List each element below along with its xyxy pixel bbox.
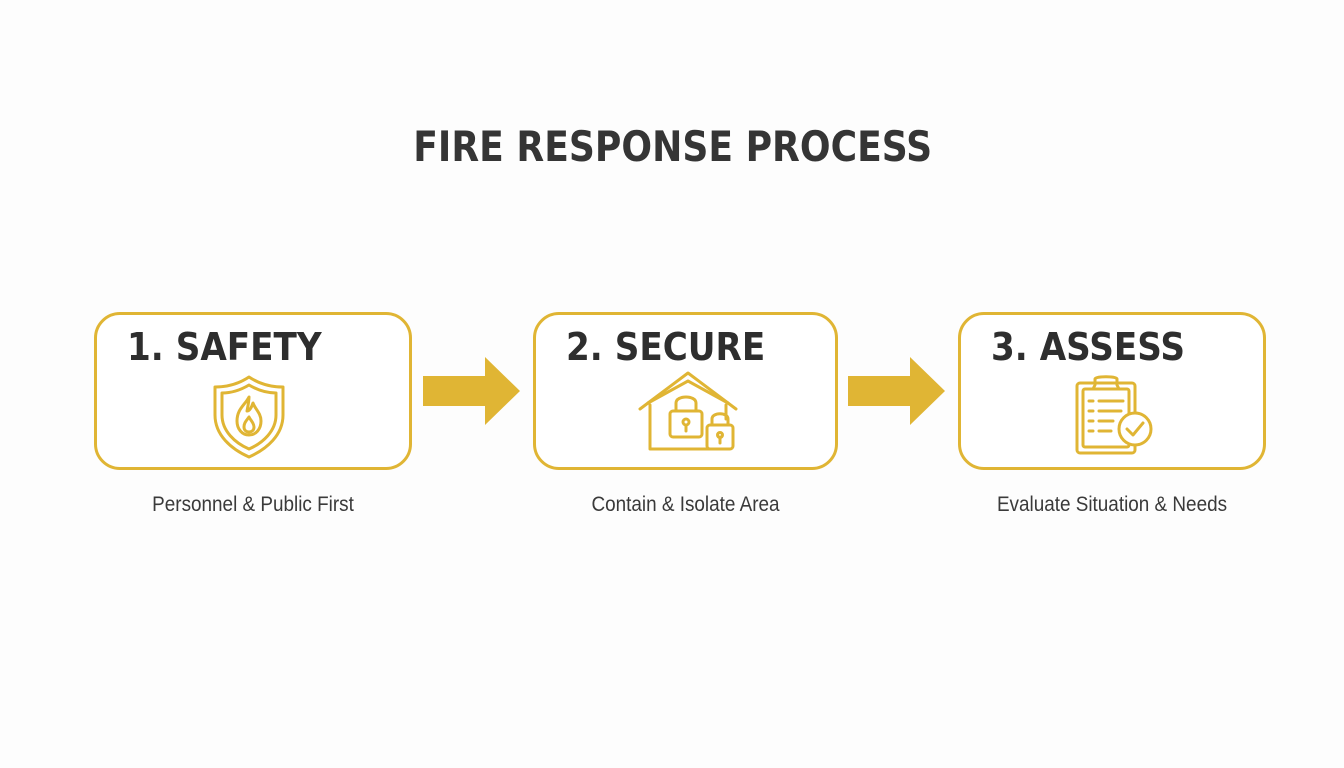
- step-box-secure: 2. SECURE: [533, 312, 838, 470]
- step-title-safety: 1. SAFETY: [127, 325, 322, 369]
- step-caption-assess: Evaluate Situation & Needs: [996, 493, 1228, 516]
- step-box-safety: 1. SAFETY: [94, 312, 412, 470]
- arrow-right-icon: [423, 357, 520, 425]
- arrow-right-icon: [848, 357, 945, 425]
- step-caption-secure: Contain & Isolate Area: [591, 493, 780, 516]
- shield-flame-icon: [213, 375, 285, 459]
- step-title-secure: 2. SECURE: [566, 325, 766, 369]
- clipboard-check-icon: [1075, 375, 1153, 455]
- step-title-assess: 3. ASSESS: [991, 325, 1185, 369]
- diagram-title: FIRE RESPONSE PROCESS: [413, 122, 933, 171]
- step-caption-safety: Personnel & Public First: [152, 493, 354, 516]
- step-box-assess: 3. ASSESS: [958, 312, 1266, 470]
- house-padlocks-icon: [638, 371, 738, 451]
